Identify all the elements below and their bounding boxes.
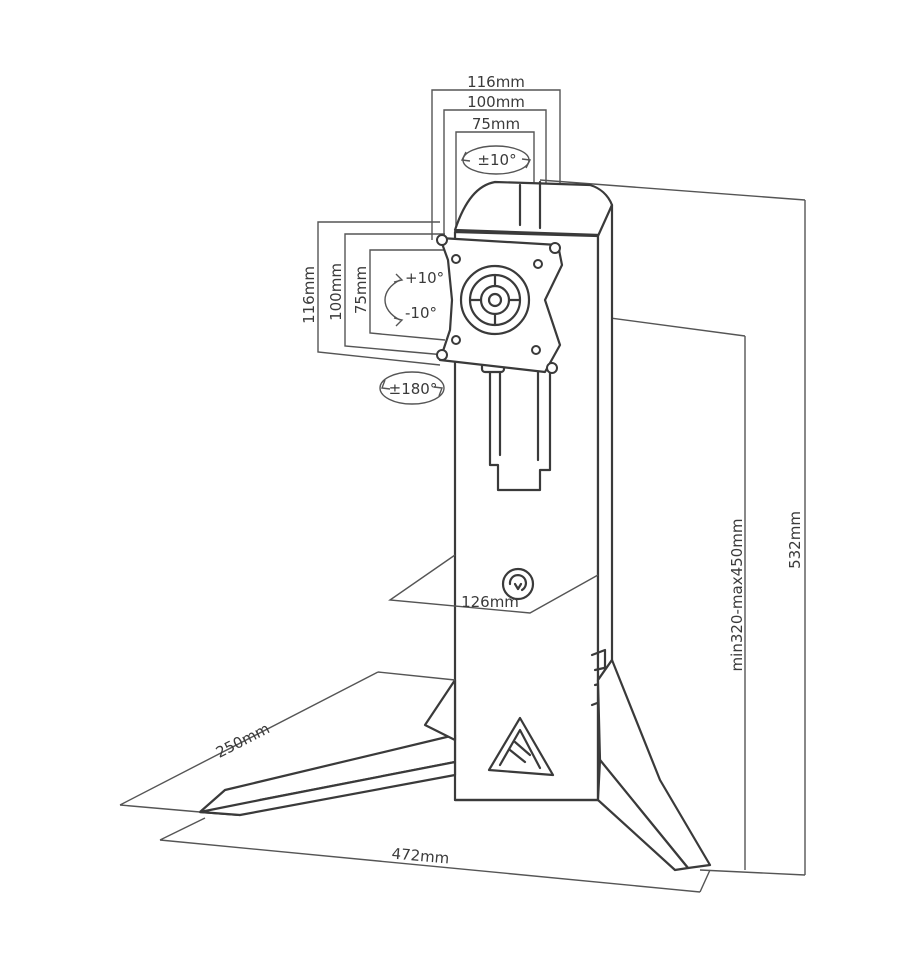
top-100mm-label: 100mm [467,93,525,111]
column-depth-lines [388,554,599,614]
pivot-rotation-icon [379,371,445,405]
swivel-label: ±10° [477,151,516,169]
vesa-hole [436,349,448,361]
base-dimension-lines [119,671,711,893]
vesa-hole [531,345,541,355]
cable-clip-icon [501,567,535,601]
vesa-hole [451,254,461,264]
side-vesa-dimension-lines [317,221,446,366]
tilt-up-label: +10° [405,269,444,287]
swivel-rotation-icon [460,145,532,175]
base-width-label: 472mm [391,845,450,868]
vesa-hole [549,242,561,254]
rotate-label: ±180° [389,380,438,398]
top-116mm-label: 116mm [467,73,525,91]
side-75mm-label: 75mm [352,266,370,314]
vesa-hole [533,259,543,269]
tilt-rotation-icon [384,273,404,327]
height-range-label: min320-max450mm [728,519,746,672]
vesa-hole [451,335,461,345]
vesa-hole [546,362,558,374]
column-depth-label: 126mm [461,593,519,611]
top-75mm-label: 75mm [472,115,520,133]
triangle-badge-icon [487,716,555,777]
total-height-label: 532mm [786,511,804,569]
side-100mm-label: 100mm [327,263,345,321]
side-116mm-label: 116mm [300,266,318,324]
vesa-hole [436,234,448,246]
stand-base [198,658,712,872]
vesa-mount-plate [436,234,564,374]
tilt-down-label: -10° [405,304,437,322]
base-depth-label: 250mm [213,719,273,761]
